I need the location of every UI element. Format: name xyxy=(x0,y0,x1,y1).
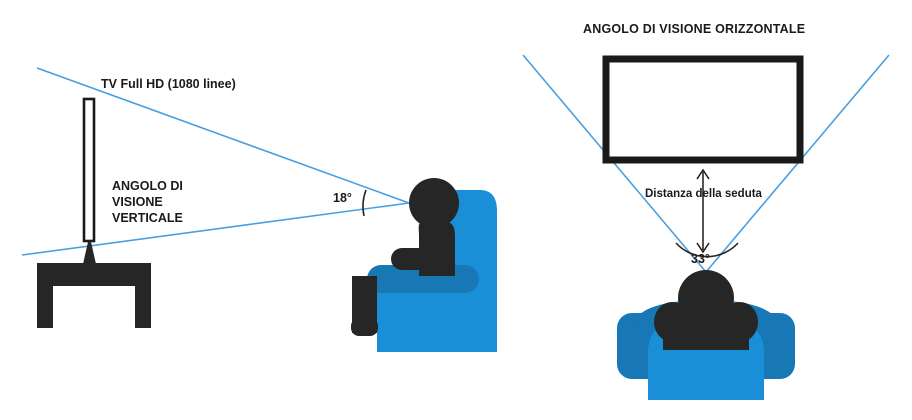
person-arm-left-top xyxy=(654,302,690,342)
tv-side-profile xyxy=(82,97,96,243)
person-head-side xyxy=(409,178,459,228)
sightline-upper xyxy=(36,67,410,204)
person-shin-side xyxy=(352,276,377,326)
tv-console xyxy=(37,263,151,328)
tv-front-view xyxy=(602,55,804,164)
armchair-seat-front xyxy=(648,368,764,400)
angle-arc-33 xyxy=(675,242,739,258)
seated-person-top-view xyxy=(654,270,758,350)
tv-spec-label: TV Full HD (1080 linee) xyxy=(101,77,236,91)
person-head-top xyxy=(678,270,734,326)
horizontal-panel-group xyxy=(522,54,890,400)
tv-stand-neck xyxy=(83,242,96,264)
angle-arc-18 xyxy=(362,189,367,217)
seat-distance-label: Distanza della seduta xyxy=(645,188,762,200)
horizontal-panel-title: ANGOLO DI VISIONE ORIZZONTALE xyxy=(583,22,806,36)
person-arm-side xyxy=(391,248,451,270)
sightline-lower xyxy=(21,202,410,256)
seat-distance-arrow xyxy=(696,168,710,254)
seated-person-side-view xyxy=(351,178,459,336)
vertical-angle-caption: ANGOLO DI VISIONE VERTICALE xyxy=(112,179,183,225)
angle-value-horizontal: 33° xyxy=(691,252,710,266)
vertical-panel-group xyxy=(21,67,497,352)
person-arm-right-top xyxy=(722,302,758,342)
angle-value-vertical: 18° xyxy=(333,191,352,205)
